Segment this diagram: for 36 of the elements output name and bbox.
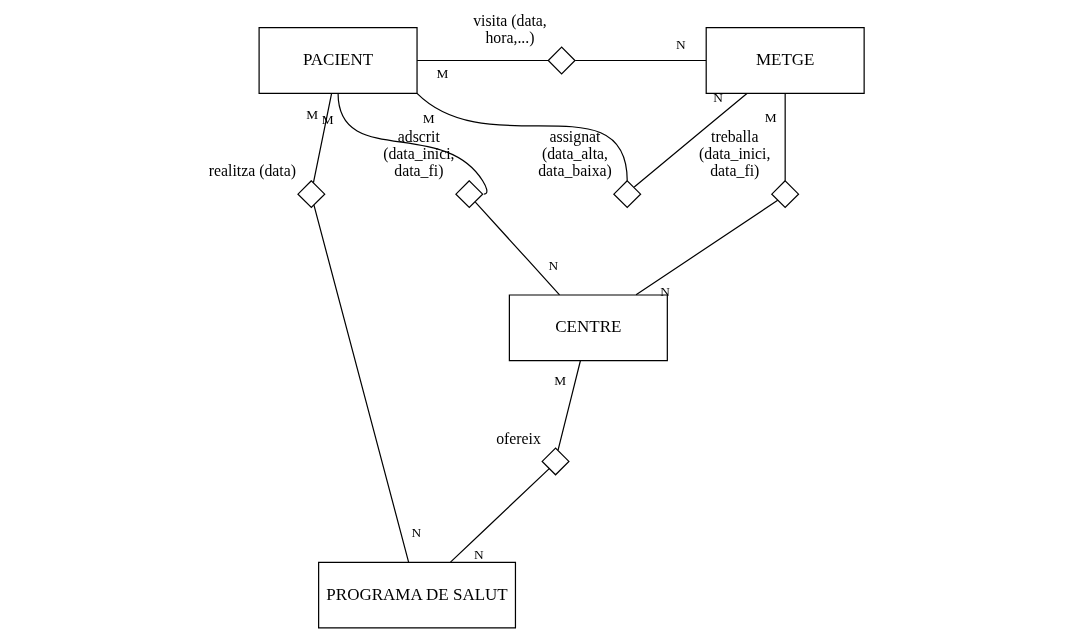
node-diamond <box>547 46 576 75</box>
edge-label: N <box>474 546 484 562</box>
edge-label: N <box>675 37 686 53</box>
connector <box>633 92 748 188</box>
node-label: realitza (data) <box>208 162 297 180</box>
node-label: assignat (data_alta, data_baixa) <box>538 128 612 180</box>
connector <box>416 59 549 62</box>
connector <box>557 360 581 451</box>
node-diamond <box>541 447 570 476</box>
connector <box>574 59 707 62</box>
connector <box>784 92 786 182</box>
node-box: PROGRAMA DE SALUT <box>318 561 517 629</box>
connector <box>337 92 488 195</box>
edge-label: N <box>548 257 559 273</box>
node-label: visita (data, hora,...) <box>473 11 547 46</box>
edge-label: M <box>764 110 777 126</box>
connector <box>313 204 410 563</box>
node-label: treballa (data_inici, data_fi) <box>699 128 771 180</box>
edge-label: M <box>306 106 319 122</box>
connector <box>449 468 550 563</box>
connector <box>635 199 779 296</box>
edge-label: M <box>422 111 435 127</box>
edge-label: M <box>554 373 567 389</box>
connector <box>312 92 333 184</box>
node-label: ofereix <box>496 429 541 447</box>
node-label: adscrit (data_inici, data_fi) <box>383 128 455 180</box>
node-diamond <box>455 179 484 209</box>
node-diamond <box>297 179 326 209</box>
connector <box>474 201 561 296</box>
node-diamond <box>770 179 800 209</box>
node-box: METGE <box>705 27 865 94</box>
edge-label: N <box>411 525 422 541</box>
node-box: PACIENT <box>258 27 418 94</box>
node-diamond <box>613 179 642 209</box>
edge-label: M <box>436 66 449 82</box>
connector <box>416 92 628 182</box>
